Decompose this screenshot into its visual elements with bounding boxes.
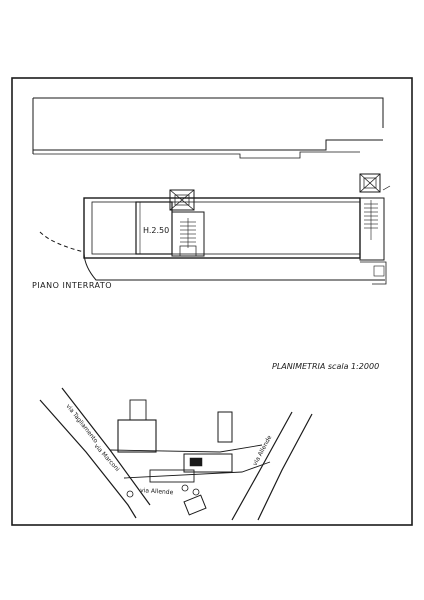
building-body <box>83 197 361 259</box>
sheet-frame <box>11 77 413 526</box>
dashed-boundary <box>39 231 85 253</box>
lift-shaft-left <box>169 189 195 211</box>
tree-2 <box>181 484 189 492</box>
stair-treads-right <box>364 200 378 240</box>
stair-treads-left <box>180 218 196 248</box>
site-plan <box>39 387 313 521</box>
building-block-4 <box>183 453 233 473</box>
floor-label: PIANO INTERRATO <box>32 281 112 290</box>
building-block-3 <box>217 411 233 443</box>
tree-3 <box>192 488 200 496</box>
right-annex-box <box>373 265 385 277</box>
lift-cross-4 <box>359 173 381 193</box>
lift-car-left <box>174 194 190 206</box>
building-block-6 <box>183 494 207 516</box>
site-plan-title: PLANIMETRIA scala 1:2000 <box>272 362 379 371</box>
building-block-5 <box>149 469 195 483</box>
right-annex <box>360 261 387 285</box>
building-block-1 <box>117 419 157 453</box>
building-inner-wall <box>91 201 361 255</box>
road-left-edge-a <box>39 399 137 519</box>
street-label-marconi: via Marconi <box>93 443 121 474</box>
outer-top-wall <box>33 97 384 128</box>
lift-shaft-right <box>359 173 381 193</box>
street-label-tagliamento: via Tagliamento <box>64 403 99 445</box>
road-right-edge-a <box>231 411 293 521</box>
lift-cross-2 <box>169 189 195 211</box>
road-cross-bottom <box>123 461 271 479</box>
basement-plan <box>32 97 391 285</box>
road-right-edge-b <box>257 413 313 521</box>
upper-corridor-line-2 <box>33 151 360 159</box>
street-label-allende-bottom: via Allende <box>140 487 174 496</box>
marked-unit <box>189 457 203 467</box>
road-left-edge-b <box>61 387 151 506</box>
lift-car-right <box>363 177 377 189</box>
stair-landing-left <box>179 245 197 257</box>
stair-core-right <box>359 197 385 261</box>
tree-1 <box>126 490 134 498</box>
right-tick <box>382 185 391 191</box>
road-cross-top <box>109 444 263 453</box>
room-height-label: H.2.50 <box>143 226 169 235</box>
building-block-2 <box>129 399 147 421</box>
upper-corridor-line <box>33 139 383 151</box>
ramp-outline <box>83 251 385 281</box>
